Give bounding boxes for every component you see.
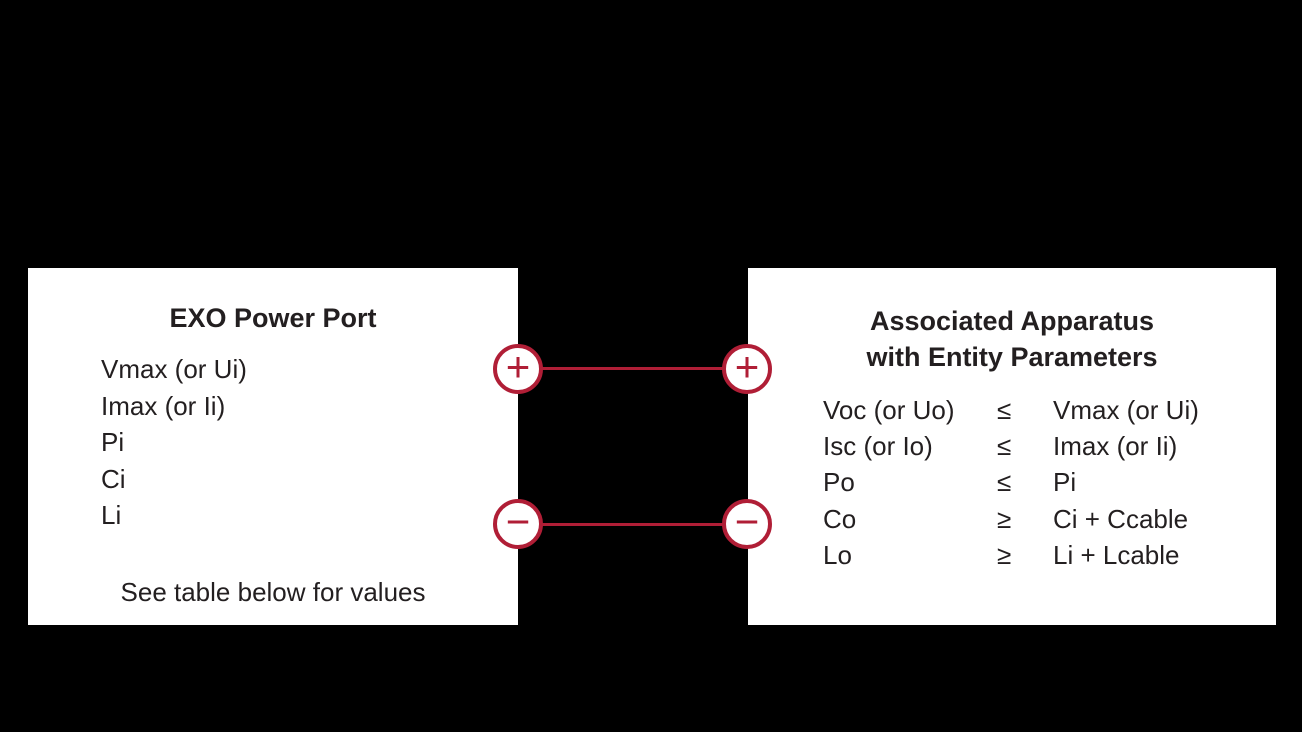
entity-param: Voc (or Uo)	[823, 394, 955, 425]
entity-param: Isc (or Io)	[823, 431, 933, 462]
minus-icon: −	[505, 498, 531, 545]
entity-operator: ≤	[997, 431, 1012, 462]
entity-value: Ci + Ccable	[1053, 503, 1189, 534]
entity-operator: ≥	[997, 540, 1012, 571]
entity-row: Co ≥ Ci + Ccable	[823, 501, 1199, 537]
entity-parameter-table: Voc (or Uo) ≤ Vmax (or Ui) Isc (or Io) ≤…	[823, 392, 1199, 574]
title-line-1: Associated Apparatus	[869, 306, 1155, 336]
parameter-item: Pi	[101, 427, 125, 457]
entity-operator: ≥	[997, 503, 1012, 534]
negative-terminal-right: −	[722, 499, 772, 549]
entity-row: Voc (or Uo) ≤ Vmax (or Ui)	[823, 392, 1199, 428]
associated-apparatus-title: Associated Apparatus with Entity Paramet…	[748, 303, 1276, 375]
title-line-2: with Entity Parameters	[866, 342, 1158, 372]
entity-value: Li + Lcable	[1053, 540, 1180, 571]
entity-param: Co	[823, 503, 857, 534]
entity-param: Lo	[823, 540, 852, 571]
positive-terminal-left: +	[493, 344, 543, 394]
entity-param: Po	[823, 467, 855, 498]
parameter-item: Li	[101, 500, 122, 530]
exo-power-port-panel: EXO Power Port Vmax (or Ui) Imax (or Ii)…	[28, 268, 518, 625]
positive-wire	[518, 367, 747, 370]
associated-apparatus-panel: Associated Apparatus with Entity Paramet…	[748, 268, 1276, 625]
entity-row: Po ≤ Pi	[823, 465, 1199, 501]
entity-operator: ≤	[997, 394, 1012, 425]
minus-icon: −	[734, 498, 760, 545]
exo-power-port-title: EXO Power Port	[169, 303, 377, 333]
positive-terminal-right: +	[722, 344, 772, 394]
entity-row: Isc (or Io) ≤ Imax (or Ii)	[823, 428, 1199, 464]
entity-value: Vmax (or Ui)	[1053, 394, 1199, 425]
plus-icon: +	[505, 343, 531, 390]
parameter-item: Vmax (or Ui)	[101, 354, 247, 384]
entity-row: Lo ≥ Li + Lcable	[823, 538, 1199, 574]
negative-terminal-left: −	[493, 499, 543, 549]
parameter-item: Ci	[101, 463, 126, 494]
plus-icon: +	[734, 343, 760, 390]
negative-wire	[518, 523, 747, 526]
entity-value: Imax (or Ii)	[1053, 431, 1178, 462]
entity-value: Pi	[1053, 467, 1077, 498]
parameter-item: Imax (or Ii)	[101, 390, 226, 421]
entity-operator: ≤	[997, 467, 1012, 498]
see-table-footnote: See table below for values	[120, 577, 426, 607]
exo-parameter-list: Vmax (or Ui) Imax (or Ii) Pi Ci Li	[28, 351, 518, 534]
